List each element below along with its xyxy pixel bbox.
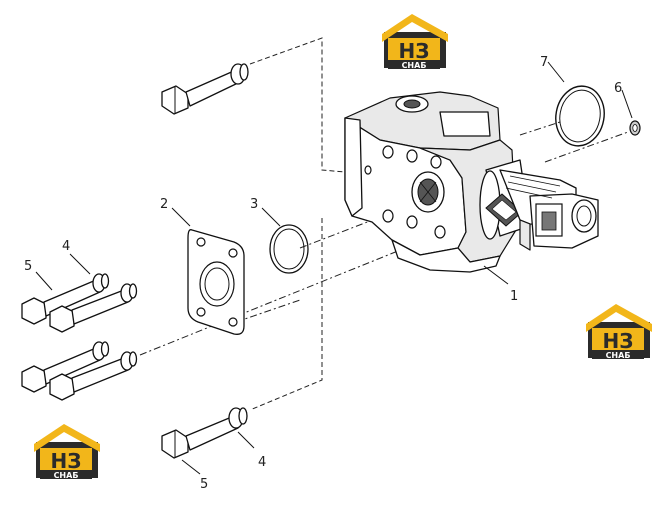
callout-7: 7 [540,55,548,70]
leader-7 [547,61,565,83]
centerline-oring-7 [519,121,561,136]
callout-1: 1 [510,289,518,304]
bolt-pair-lower [21,341,138,401]
logo-right-monogram: НЗ [603,329,634,353]
callout-4-top: 4 [62,239,70,254]
logo-bottom-left-caption: СНАБ [54,471,79,480]
gasket-hole [228,248,238,258]
bolt-lower-b-head [49,373,75,401]
leader-4-bottom [237,431,255,449]
gasket-hole [228,317,238,327]
callouts: 1 2 3 4 5 4 5 6 7 [24,55,622,492]
housing-hole [406,215,418,229]
bolt-upper-a-head [21,297,47,325]
leader-5-bottom [181,459,201,475]
leader-4-top [69,253,91,275]
pump-housing [344,91,599,273]
bolt-pair-upper [21,273,138,333]
bolt-upper-b-head [49,305,75,333]
oring-3 [269,224,309,274]
bolt-lower-a-head [21,365,47,393]
gasket-hole [196,237,206,247]
leader-3 [261,207,281,227]
leader-6 [621,89,633,119]
logo-right: НЗ СНАБ [586,304,652,360]
callout-5-top: 5 [24,259,32,274]
bolt-bottom [161,407,248,459]
centerline-washer-6 [544,131,629,163]
logo-top-caption: СНАБ [402,61,427,70]
washer-6 [629,120,641,136]
logo-bottom-left: НЗ СНАБ [34,424,100,480]
housing-hole [406,149,418,163]
callout-6: 6 [614,81,622,96]
logo-bottom-left-monogram: НЗ [51,449,82,473]
solenoid-connector [571,199,597,233]
callout-4-bottom: 4 [258,455,266,470]
leader-1 [483,265,509,285]
callout-5-bottom: 5 [200,477,208,492]
logo-right-caption: СНАБ [606,351,631,360]
housing-hole [434,225,446,239]
logo-top: НЗ СНАБ [382,14,448,70]
assembly-line-bottom-bolt [249,218,323,411]
centerline-gasket [235,299,301,323]
gasket-hole [196,307,206,317]
callout-2: 2 [160,197,168,212]
housing-hole [382,209,394,223]
housing-hole [430,155,442,169]
leader-5-top [35,271,53,291]
centerline-lower-bolts [139,231,446,356]
logo-top-monogram: НЗ [399,39,430,63]
oring-7 [555,85,605,147]
housing-hole [382,145,394,159]
callout-3: 3 [250,197,258,212]
gasket-plate [187,229,245,335]
leader-lines [35,61,633,475]
leader-2 [171,207,191,227]
assembly-line-top-bolt [249,37,346,173]
bolt-top [161,63,249,115]
